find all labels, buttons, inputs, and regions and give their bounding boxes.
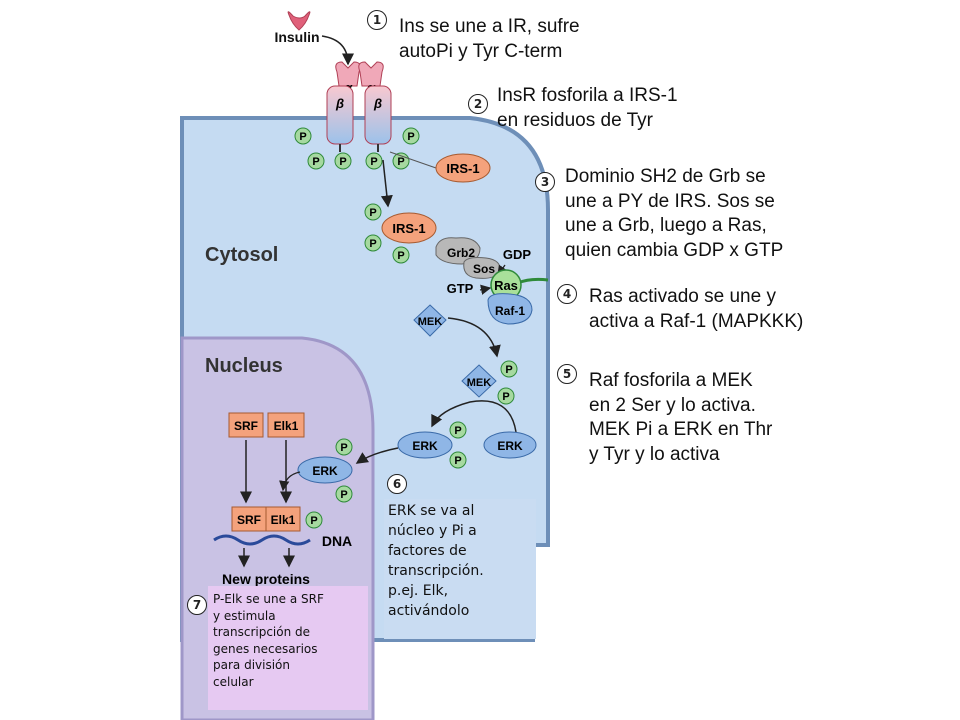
srf-free <box>228 412 264 438</box>
phospho-badge: P <box>449 421 467 439</box>
erk-inactive <box>483 431 537 459</box>
phospho-badge: P <box>497 387 515 405</box>
step-3-text: Dominio SH2 de Grb se une a PY de IRS. S… <box>565 166 784 261</box>
insulin-receptor-beta-right <box>364 85 392 145</box>
step-4-number: 4 <box>557 284 577 304</box>
irs1-membrane <box>435 153 491 183</box>
svg-text:P: P <box>397 156 404 168</box>
svg-text:P: P <box>502 391 509 403</box>
phospho-badge: P <box>449 451 467 469</box>
raf1-protein <box>487 293 533 325</box>
beta-label-right: β <box>373 96 382 111</box>
cytosol-label: Cytosol <box>205 244 278 266</box>
mek-active <box>461 364 497 398</box>
irs1-cytosol-label: IRS-1 <box>392 221 425 236</box>
svg-text:P: P <box>369 238 376 250</box>
svg-text:P: P <box>312 156 319 168</box>
svg-text:P: P <box>454 455 461 467</box>
phospho-badge: P <box>364 203 382 221</box>
step-7-text: P-Elk se une a SRF y estimula transcripc… <box>208 586 368 710</box>
gdp-label: GDP <box>503 247 532 262</box>
phospho-badge: P <box>335 485 353 503</box>
svg-text:P: P <box>397 250 404 262</box>
raf1-label: Raf-1 <box>495 304 525 318</box>
erk-nuclear-label: ERK <box>312 464 338 478</box>
erk-phosphorylated <box>397 431 453 459</box>
svg-text:P: P <box>340 489 347 501</box>
phospho-badge: P <box>335 438 353 456</box>
step-4-text: Ras activado se une y activa a Raf-1 (MA… <box>589 286 804 332</box>
erk-inactive-label: ERK <box>497 439 523 453</box>
phospho-badge: P <box>364 234 382 252</box>
dna-strand <box>213 534 311 546</box>
phospho-badge: P <box>392 246 410 264</box>
mek-active-label: MEK <box>467 377 492 389</box>
step-2-text: InsR fosforila a IRS-1 en residuos de Ty… <box>497 85 678 131</box>
svg-text:P: P <box>369 207 376 219</box>
elk1-bound <box>265 506 301 532</box>
mek-inactive-label: MEK <box>418 316 443 328</box>
irs1-label: IRS-1 <box>446 161 479 176</box>
svg-text:P: P <box>339 156 346 168</box>
phospho-badge: P <box>305 511 323 529</box>
phospho-badge: P <box>294 127 312 145</box>
svg-text:P: P <box>505 364 512 376</box>
receptor-phospho-groups: P P P P P P <box>294 127 420 170</box>
insulin-receptor-alpha-right <box>358 61 384 87</box>
nucleus-label: Nucleus <box>205 355 283 377</box>
step-7-number: 7 <box>187 595 207 615</box>
srf-bound-label: SRF <box>237 513 261 527</box>
svg-text:P: P <box>454 425 461 437</box>
svg-text:P: P <box>370 156 377 168</box>
insulin-receptor-beta-left <box>326 85 354 145</box>
phospho-badge: P <box>500 360 518 378</box>
ras-label: Ras <box>494 278 518 293</box>
erk-nuclear <box>297 456 353 484</box>
step-2-number: 2 <box>468 94 488 114</box>
svg-text:P: P <box>340 442 347 454</box>
elk1-label: Elk1 <box>274 419 299 433</box>
svg-text:P: P <box>407 131 414 143</box>
step-5-text: Raf fosforila a MEK en 2 Ser y lo activa… <box>589 370 773 465</box>
phospho-badge: P <box>307 152 325 170</box>
erk-phosphorylated-label: ERK <box>412 439 438 453</box>
irs1-cytosol <box>381 212 437 244</box>
insulin-heart-icon <box>287 11 311 31</box>
step-6-text: ERK se va al núcleo y Pi a factores de t… <box>384 499 536 639</box>
svg-text:P: P <box>310 515 317 527</box>
step-1-text: Ins se une a IR, sufre autoPi y Tyr C-te… <box>399 16 580 62</box>
phospho-badge: P <box>365 152 383 170</box>
step-3-number: 3 <box>535 172 555 192</box>
srf-label: SRF <box>234 419 258 433</box>
new-proteins-label: New proteins <box>222 571 310 587</box>
step-6-number: 6 <box>387 474 407 494</box>
grb2-protein <box>435 237 481 265</box>
phospho-badge: P <box>402 127 420 145</box>
mek-inactive <box>413 304 447 337</box>
svg-text:P: P <box>299 131 306 143</box>
elk1-free <box>267 412 305 438</box>
insulin-receptor-alpha-left <box>335 61 361 87</box>
step-5-number: 5 <box>557 364 577 384</box>
gtp-label: GTP <box>447 281 474 296</box>
sos-label: Sos <box>473 262 495 276</box>
step-1-number: 1 <box>367 10 387 30</box>
dna-label: DNA <box>322 533 352 549</box>
insulin-label: Insulin <box>274 29 319 45</box>
beta-label-left: β <box>335 96 344 111</box>
phospho-badge: P <box>334 152 352 170</box>
elk1-bound-label: Elk1 <box>271 513 296 527</box>
grb2-label: Grb2 <box>447 246 475 260</box>
